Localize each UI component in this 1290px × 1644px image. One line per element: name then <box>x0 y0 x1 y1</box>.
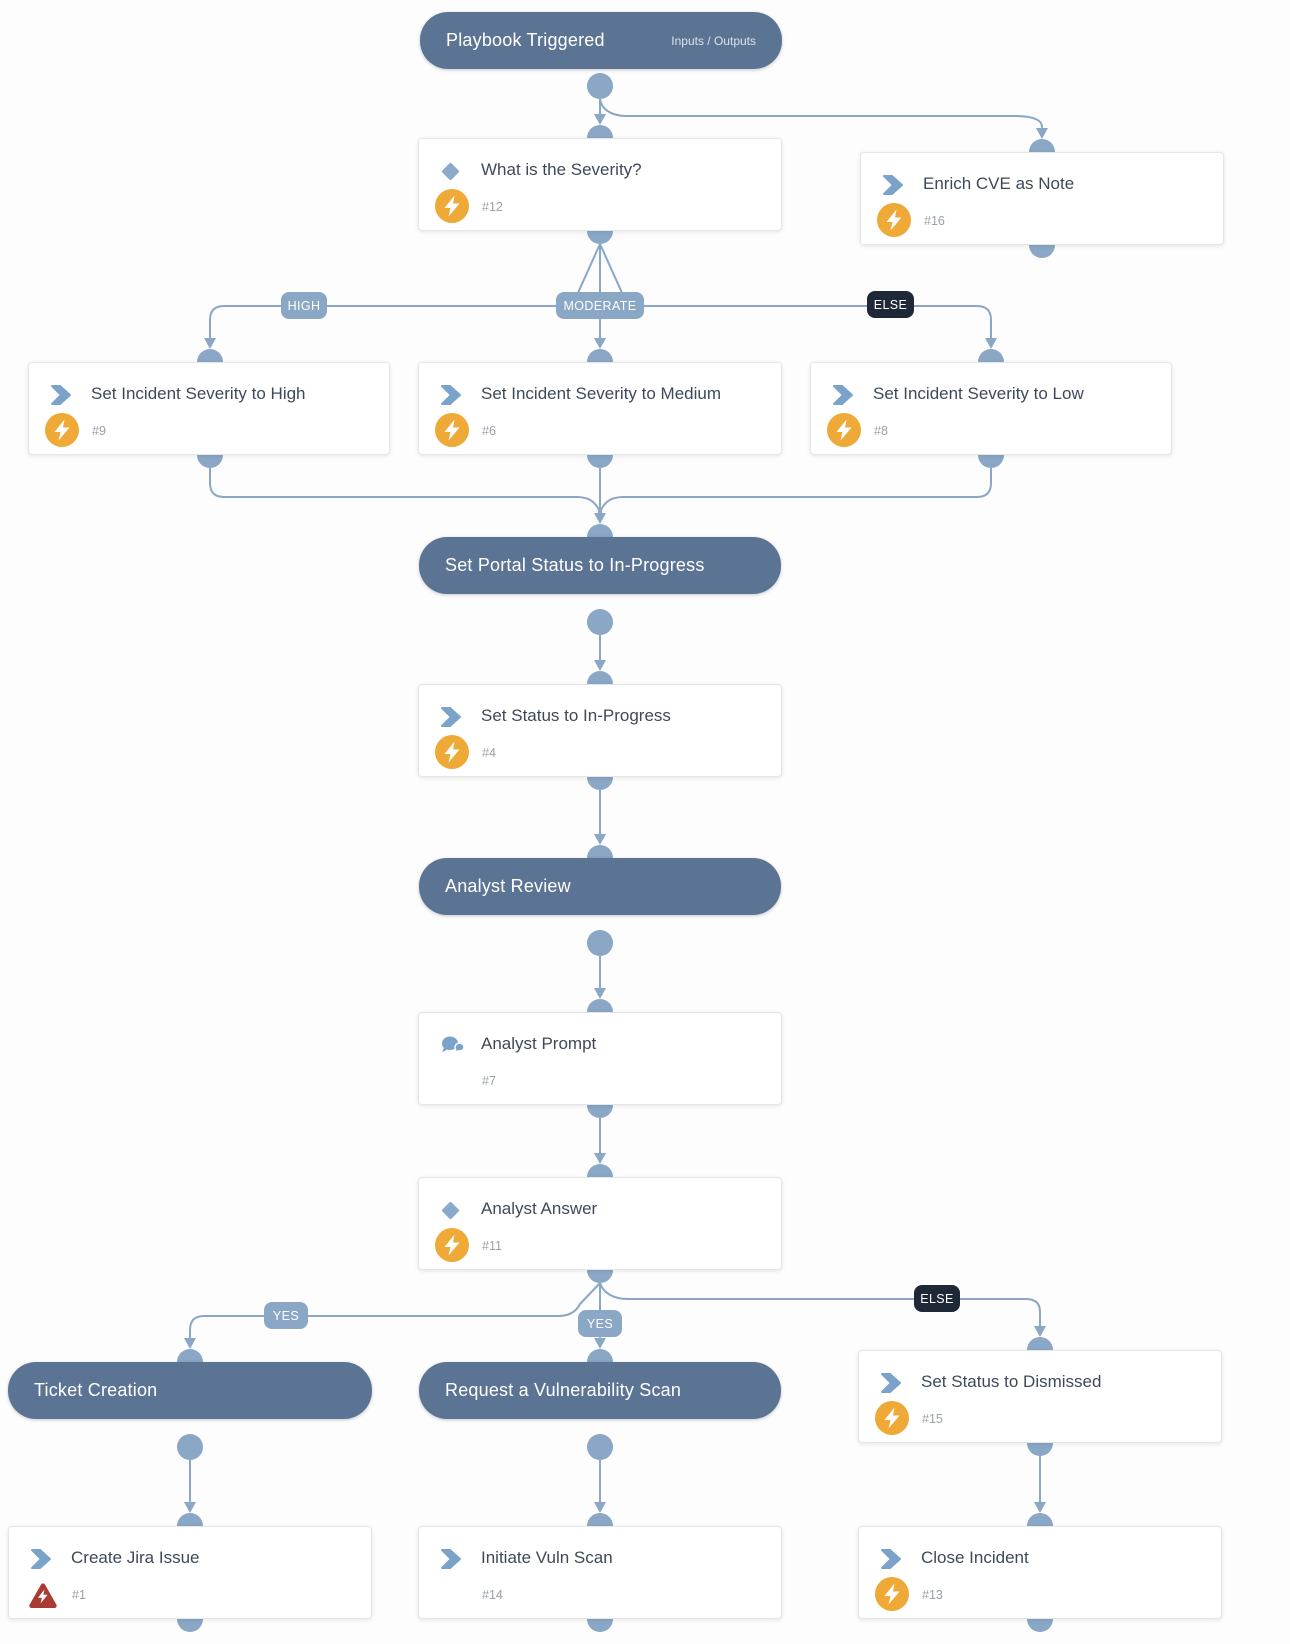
success-bolt-icon <box>827 413 861 447</box>
task-title: Close Incident <box>921 1548 1029 1567</box>
task-number: #15 <box>922 1412 943 1426</box>
task-node-set-severity-medium[interactable]: Set Incident Severity to Medium #6 <box>418 362 782 455</box>
action-chevron-icon <box>439 1548 465 1572</box>
branch-label-yes-scan: YES <box>578 1310 622 1337</box>
task-number: #11 <box>482 1239 502 1253</box>
task-title: Set Status to In-Progress <box>481 706 671 725</box>
task-node-create-jira[interactable]: Create Jira Issue #1 <box>8 1526 372 1619</box>
branch-label-moderate: MODERATE <box>556 292 644 319</box>
start-node-title: Playbook Triggered <box>446 30 605 50</box>
action-chevron-icon <box>49 384 75 408</box>
task-node-analyst-answer[interactable]: Analyst Answer #11 <box>418 1177 782 1270</box>
action-chevron-icon <box>881 174 907 198</box>
success-bolt-icon <box>877 203 911 237</box>
stage-title: Analyst Review <box>445 876 571 896</box>
task-number: #14 <box>482 1588 503 1602</box>
stage-title: Request a Vulnerability Scan <box>445 1380 682 1400</box>
task-number: #12 <box>482 200 503 214</box>
action-chevron-icon <box>439 706 465 730</box>
action-chevron-icon <box>879 1548 905 1572</box>
action-chevron-icon <box>831 384 857 408</box>
task-node-set-severity-low[interactable]: Set Incident Severity to Low #8 <box>810 362 1172 455</box>
arrowheads <box>184 114 1048 1513</box>
task-title: Set Incident Severity to Low <box>873 384 1084 403</box>
success-bolt-icon <box>435 413 469 447</box>
success-bolt-icon <box>875 1577 909 1611</box>
task-title: Create Jira Issue <box>71 1548 200 1567</box>
task-node-analyst-prompt[interactable]: Analyst Prompt #7 <box>418 1012 782 1105</box>
stage-node-vuln-scan[interactable]: Request a Vulnerability Scan <box>419 1362 781 1419</box>
task-node-enrich-cve[interactable]: Enrich CVE as Note #16 <box>860 152 1224 245</box>
task-number: #16 <box>924 214 945 228</box>
stage-node-analyst-review[interactable]: Analyst Review <box>419 858 781 915</box>
task-title: Initiate Vuln Scan <box>481 1548 613 1567</box>
chat-bubbles-icon <box>439 1034 465 1058</box>
success-bolt-icon <box>435 1228 469 1262</box>
task-number: #9 <box>92 424 106 438</box>
task-title: Set Incident Severity to Medium <box>481 384 722 403</box>
task-title: Analyst Prompt <box>481 1034 597 1053</box>
branch-label-yes-ticket: YES <box>264 1302 308 1329</box>
success-bolt-icon <box>45 413 79 447</box>
action-chevron-icon <box>439 384 465 408</box>
action-chevron-icon <box>879 1372 905 1396</box>
task-title: Set Incident Severity to High <box>91 384 306 403</box>
task-node-initiate-vuln-scan[interactable]: Initiate Vuln Scan #14 <box>418 1526 782 1619</box>
branch-label-high: HIGH <box>281 292 327 319</box>
action-chevron-icon <box>29 1548 55 1572</box>
task-number: #7 <box>482 1074 496 1088</box>
error-warning-icon <box>27 1581 61 1615</box>
task-title: Analyst Answer <box>481 1199 598 1218</box>
task-node-set-in-progress[interactable]: Set Status to In-Progress #4 <box>418 684 782 777</box>
task-number: #8 <box>874 424 888 438</box>
task-node-close-incident[interactable]: Close Incident #13 <box>858 1526 1222 1619</box>
task-title: Set Status to Dismissed <box>921 1372 1102 1391</box>
task-node-set-dismissed[interactable]: Set Status to Dismissed #15 <box>858 1350 1222 1443</box>
branch-label-else-severity: ELSE <box>867 291 914 318</box>
task-node-severity-question[interactable]: What is the Severity? #12 <box>418 138 782 231</box>
task-number: #4 <box>482 746 496 760</box>
task-title: Enrich CVE as Note <box>923 174 1075 193</box>
stage-title: Ticket Creation <box>34 1380 158 1400</box>
task-number: #1 <box>72 1588 86 1602</box>
success-bolt-icon <box>875 1401 909 1435</box>
inputs-outputs-link[interactable]: Inputs / Outputs <box>671 33 756 48</box>
stage-title: Set Portal Status to In-Progress <box>445 555 705 575</box>
stage-node-ticket-creation[interactable]: Ticket Creation <box>8 1362 372 1419</box>
decision-diamond-icon <box>439 1199 465 1223</box>
success-bolt-icon <box>435 189 469 223</box>
stage-node-portal-status[interactable]: Set Portal Status to In-Progress <box>419 537 781 594</box>
task-number: #6 <box>482 424 496 438</box>
task-node-set-severity-high[interactable]: Set Incident Severity to High #9 <box>28 362 390 455</box>
decision-diamond-icon <box>439 160 465 184</box>
task-number: #13 <box>922 1588 943 1602</box>
success-bolt-icon <box>435 735 469 769</box>
start-node-playbook-triggered[interactable]: Playbook Triggered Inputs / Outputs <box>420 12 782 69</box>
branch-label-else-answer: ELSE <box>914 1285 960 1312</box>
task-title: What is the Severity? <box>481 160 642 179</box>
